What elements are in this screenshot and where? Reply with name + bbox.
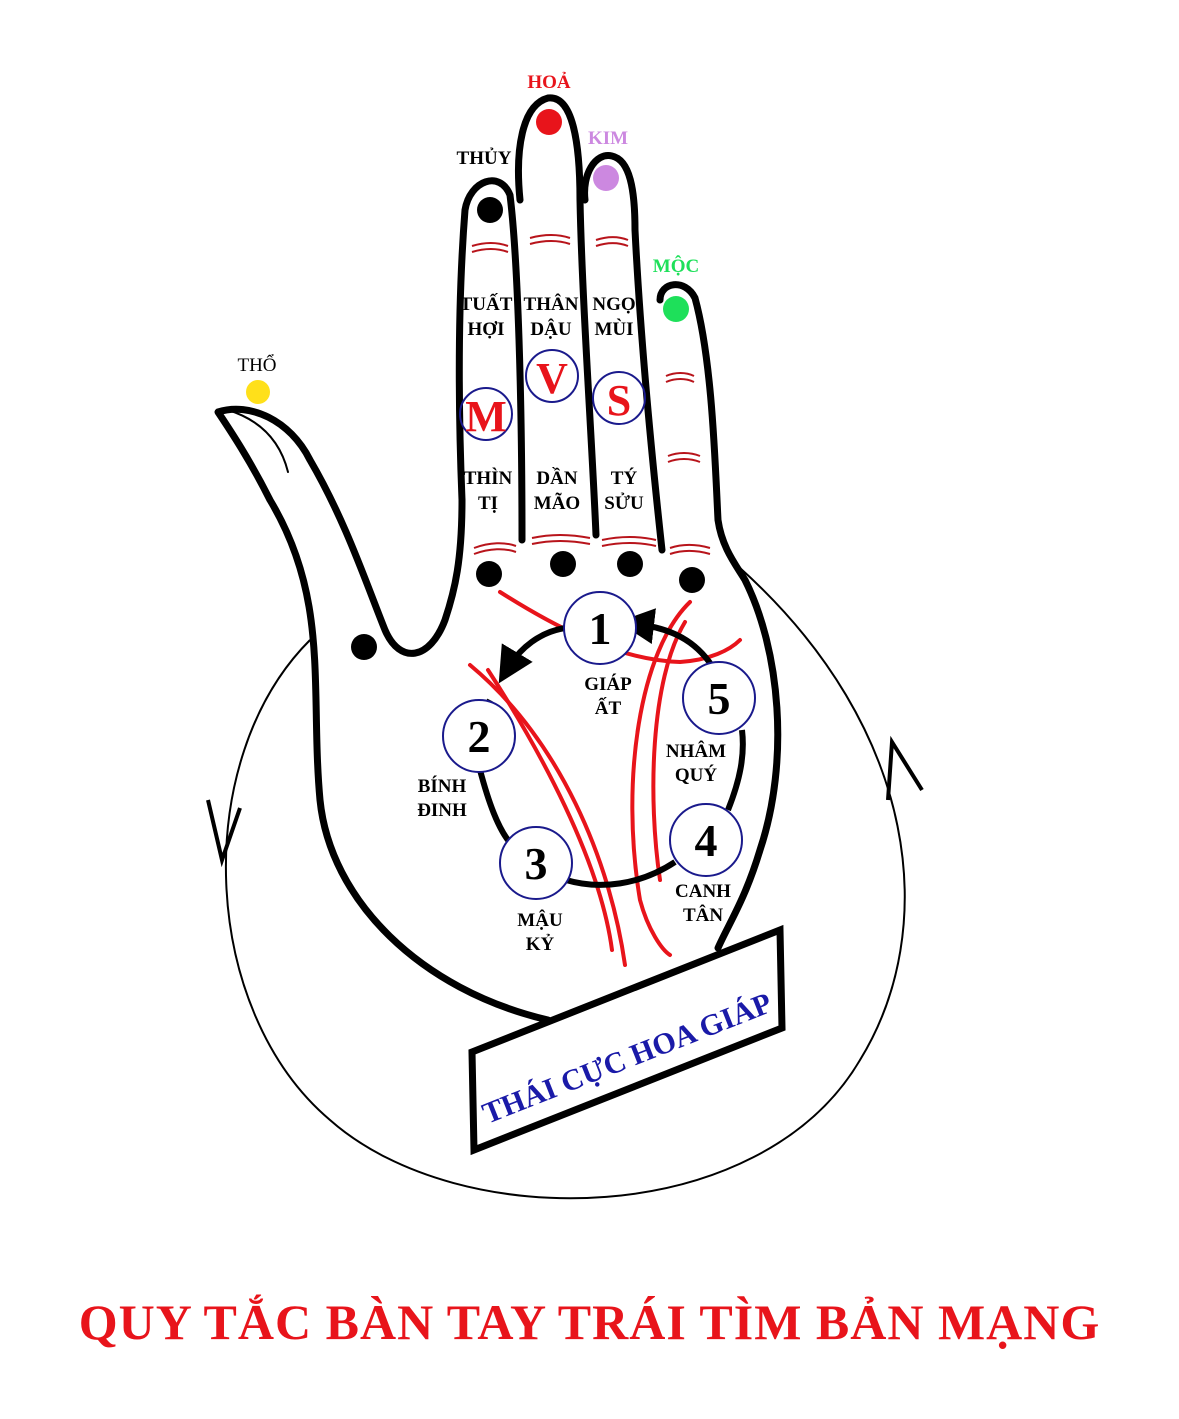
branch-than: THÂN [524,293,579,315]
branch-mao: MÃO [534,492,580,514]
branch-ty: TÝ [611,467,638,489]
branch-ngo: NGỌ [592,294,635,315]
stem-number-4: 4 [695,815,718,866]
outer-cycle-circle [206,567,924,1200]
label-tho: THỔ [237,354,276,376]
label-kim: KIM [588,128,628,149]
thuy-dot [477,197,503,223]
stem-label-1a: GIÁP [584,673,632,695]
stem-label-4a: CANH [675,881,731,902]
page-title: QUY TẮC BÀN TAY TRÁI TÌM BẢN MẠNG [78,1294,1101,1350]
label-moc: MỘC [653,255,699,277]
branch-thin: THÌN [464,467,513,489]
branch-dan: DẦN [536,467,577,489]
stem-circles: 1 2 3 4 5 [442,591,756,900]
stem-number-1: 1 [589,603,612,654]
letter-v: V [536,354,568,403]
stem-circle-3: 3 [499,826,573,900]
stem-label-5b: QUÝ [675,764,718,786]
stem-labels: GIÁP ẤT BÍNH ĐINH MẬU KỶ CANH TÂN NHÂM Q… [417,673,731,955]
banner: THÁI CỰC HOA GIÁP [468,924,786,1156]
knuckle-dots [351,551,705,660]
stem-number-3: 3 [525,838,548,889]
branch-dau: DẬU [530,318,571,340]
letter-m: M [465,392,507,441]
branch-hoi: HỢI [468,319,505,340]
letter-s: S [607,376,631,425]
stem-label-3b: KỶ [526,934,555,955]
palm-lines [468,590,742,967]
stem-label-4b: TÂN [683,904,723,926]
branch-mui: MÙI [594,318,633,340]
hoa-dot [536,109,562,135]
outer-arrow-up-icon [886,735,924,801]
stem-circle-5: 5 [682,661,756,735]
element-markers: HOẢ KIM THỦY MỘC THỔ [237,72,699,404]
stem-label-3a: MẬU [517,909,563,931]
hand-outline [214,94,782,1024]
branch-suu: SỬU [604,492,644,514]
branch-tuat: TUẤT [460,293,513,315]
stem-circle-1: 1 [563,591,637,665]
moc-dot [663,296,689,322]
branch-labels: TUẤT HỢI THÂN DẬU NGỌ MÙI THÌN TỊ DẦN MÃ… [460,293,644,514]
stem-number-2: 2 [468,711,491,762]
kim-dot [593,165,619,191]
tho-dot [246,380,270,404]
outer-arrow-down-icon [206,799,242,868]
stem-label-5a: NHÂM [666,740,726,762]
stem-label-2b: ĐINH [417,800,467,821]
stem-number-5: 5 [708,673,731,724]
branch-ti: TỊ [478,493,498,514]
stem-label-2a: BÍNH [418,775,467,797]
label-hoa: HOẢ [527,72,571,93]
stem-label-1b: ẤT [595,697,622,719]
finger-creases [471,234,711,555]
stem-circle-4: 4 [669,803,743,877]
finger-letters: M V S [459,349,646,441]
label-thuy: THỦY [457,147,512,169]
stem-circle-2: 2 [442,699,516,773]
